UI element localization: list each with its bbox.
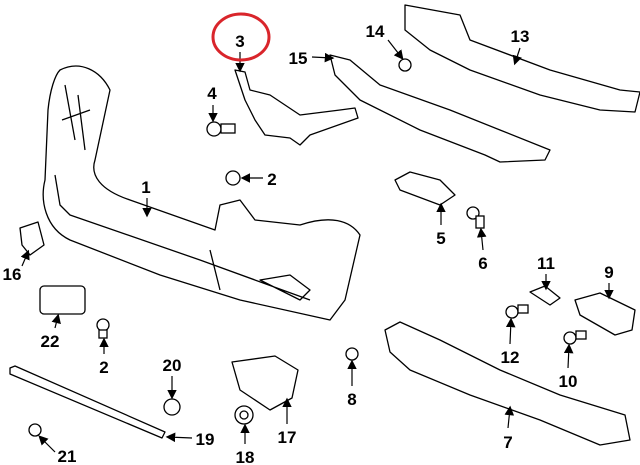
callout-9[interactable]: 9 <box>604 263 613 282</box>
bolt-part-8[interactable] <box>345 347 359 361</box>
bolt-part-6[interactable] <box>466 206 485 229</box>
reinforcement-part-13[interactable] <box>404 4 640 113</box>
clip-part-2-upper[interactable] <box>225 170 241 186</box>
callout-17[interactable]: 17 <box>278 428 297 447</box>
bolt-part-4[interactable] <box>206 121 236 137</box>
cover-part-16[interactable] <box>19 221 45 256</box>
callout-4[interactable]: 4 <box>207 84 217 103</box>
callout-6[interactable]: 6 <box>478 254 487 273</box>
callout-2-lower[interactable]: 2 <box>99 358 108 377</box>
bracket-part-5[interactable] <box>394 171 456 206</box>
callout-21[interactable]: 21 <box>58 447 77 465</box>
callout-15[interactable]: 15 <box>289 49 308 68</box>
callout-19[interactable]: 19 <box>196 430 215 449</box>
clip-part-2-lower[interactable] <box>96 318 110 339</box>
callout-12[interactable]: 12 <box>501 348 520 367</box>
bolt-part-14[interactable] <box>398 58 412 72</box>
absorber-part-15[interactable] <box>329 54 551 163</box>
sensor-part-22[interactable] <box>39 285 86 315</box>
grommet-part-18[interactable] <box>234 405 254 425</box>
bracket-part-11[interactable] <box>529 285 561 306</box>
callout-3[interactable]: 3 <box>235 32 244 51</box>
callout-16[interactable]: 16 <box>3 265 22 284</box>
callout-1[interactable]: 1 <box>141 178 150 197</box>
clip-part-20[interactable] <box>163 398 181 416</box>
callout-20[interactable]: 20 <box>163 356 182 375</box>
callout-22[interactable]: 22 <box>41 332 60 351</box>
callout-13[interactable]: 13 <box>511 27 530 46</box>
highlight-circle <box>211 12 271 62</box>
callout-8[interactable]: 8 <box>347 390 356 409</box>
callout-labels: 1 2 3 4 5 6 7 8 9 10 11 12 13 14 15 16 1… <box>3 22 614 465</box>
cover-part-17[interactable] <box>231 355 299 411</box>
callout-11[interactable]: 11 <box>537 254 555 273</box>
bolt-part-12[interactable] <box>505 304 529 319</box>
leader-lines <box>20 39 614 453</box>
skid-plate-part-7[interactable] <box>384 321 631 446</box>
strip-part-19[interactable] <box>9 365 166 439</box>
bumper-cover-part-1[interactable] <box>42 65 361 321</box>
bracket-part-3[interactable] <box>234 69 359 146</box>
callout-5[interactable]: 5 <box>436 229 445 248</box>
callout-14[interactable]: 14 <box>366 22 385 41</box>
clip-part-21[interactable] <box>28 423 42 437</box>
callout-7[interactable]: 7 <box>503 433 512 452</box>
bolt-part-10[interactable] <box>563 330 587 345</box>
callout-10[interactable]: 10 <box>559 372 578 391</box>
callout-2-upper[interactable]: 2 <box>267 170 276 189</box>
callout-18[interactable]: 18 <box>236 448 255 465</box>
cover-part-9[interactable] <box>574 292 636 336</box>
